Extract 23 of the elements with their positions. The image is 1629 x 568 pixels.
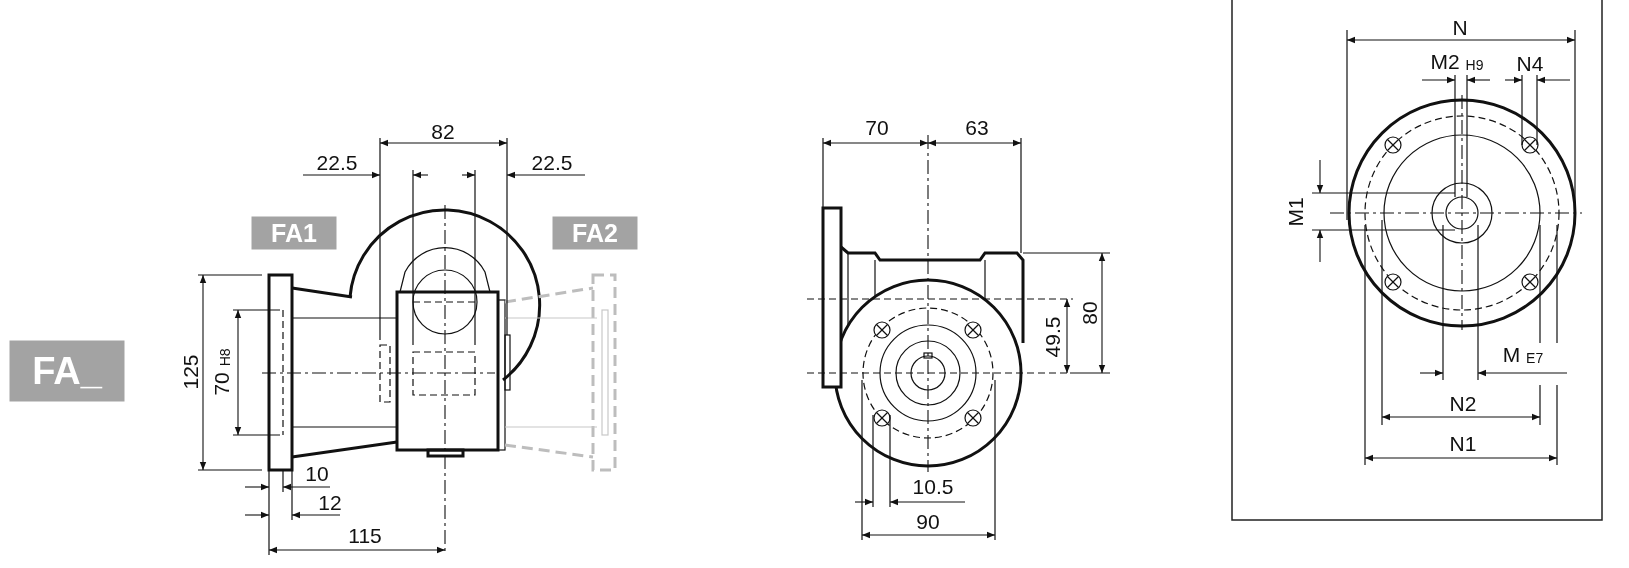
dimension-value: N4 [1516,52,1544,74]
dimension-value: 22.5 [316,151,358,173]
variant-tag: FA1 [251,216,337,250]
dimension-value: 125 [179,354,201,390]
dimension-value: M2 $_{H9}$ [1430,51,1484,75]
dimension-value: 82 [431,120,455,142]
dimension-value: 22.5 [531,151,573,173]
variant-tag: FA2 [552,216,638,250]
dimension-value: N [1452,16,1468,38]
dimension-value: 10.5 [912,475,954,497]
dimension-value: 70 [865,116,889,138]
dimension-value: M1 [1284,197,1306,227]
dimension-value: 80 [1078,301,1100,325]
dimension-value: N1 [1449,432,1477,454]
dimension-value: 115 [348,524,382,546]
dimension-value: 90 [916,510,940,532]
variant-tag: FA_ [9,340,125,402]
dimension-value: 12 [318,491,342,513]
dimension-value: 49.5 [1041,316,1063,358]
dimension-value: N2 [1449,392,1477,414]
dimension-value: 63 [965,116,989,138]
dimension-value: M $_{E7}$ [1502,344,1544,368]
dimension-value: 10 [305,462,329,484]
